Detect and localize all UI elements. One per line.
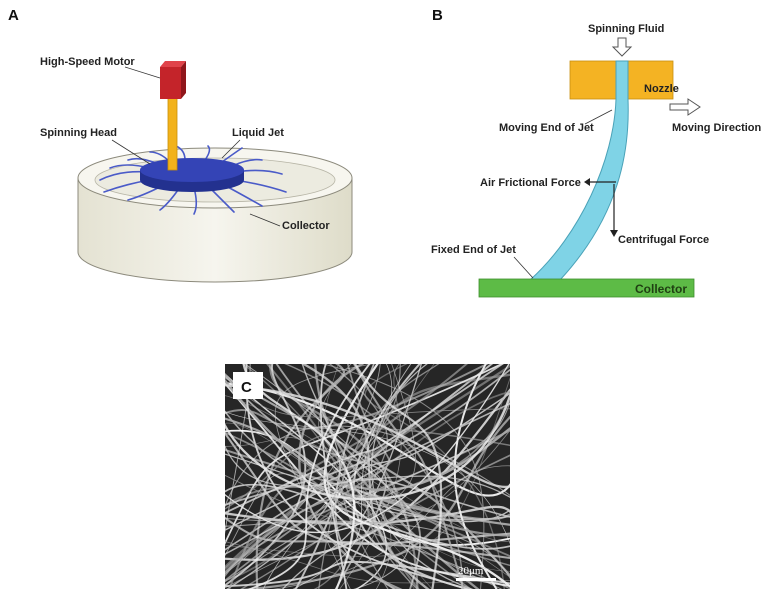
label-collector-a: Collector <box>282 220 330 232</box>
nanofiber <box>318 364 440 589</box>
nanofiber <box>354 364 443 589</box>
leader-head <box>111 139 151 165</box>
high-speed-motor <box>160 61 186 99</box>
label-spinning-head: Spinning Head <box>40 127 117 139</box>
nanofiber <box>225 429 510 524</box>
panel-b-letter: B <box>432 7 443 24</box>
nanofiber <box>225 382 510 497</box>
collector-bar <box>478 278 695 298</box>
panel-a-letter: A <box>8 7 19 24</box>
nanofiber <box>225 364 390 582</box>
nanofiber <box>273 465 510 589</box>
label-spinning-fluid: Spinning Fluid <box>588 23 664 35</box>
nanofiber <box>225 560 510 588</box>
label-nozzle: Nozzle <box>644 83 679 95</box>
nanofiber <box>352 364 465 589</box>
nanofiber <box>225 364 381 575</box>
leader-jet <box>221 139 241 159</box>
nanofiber <box>225 364 504 514</box>
nanofiber <box>255 364 345 589</box>
nanofiber <box>225 391 510 582</box>
nanofiber <box>269 364 419 589</box>
nanofiber <box>225 422 510 572</box>
label-high-speed-motor: High-Speed Motor <box>40 56 135 68</box>
nanofiber <box>225 516 510 560</box>
panel-c: C 20μm <box>225 364 510 589</box>
nanofiber <box>225 453 510 523</box>
leader-motor <box>124 66 161 79</box>
air-force-arrowhead-icon <box>584 178 590 186</box>
nanofiber <box>225 364 510 534</box>
fluid-arrow-icon <box>611 37 633 57</box>
nanofiber <box>341 364 401 589</box>
panel-b: B Spinning Fluid Nozzle Moving Direction… <box>431 7 762 298</box>
label-air-frictional-force: Air Frictional Force <box>480 177 581 189</box>
nanofiber <box>301 364 430 589</box>
nanofiber <box>225 368 510 506</box>
nanofiber <box>370 364 475 589</box>
leader-collector-a <box>249 213 281 227</box>
label-moving-direction: Moving Direction <box>672 122 762 134</box>
motor-shaft <box>167 97 178 171</box>
nanofiber <box>228 364 468 589</box>
scale-bar-line <box>456 578 496 581</box>
nanofiber <box>339 364 402 589</box>
nanofiber <box>225 437 510 578</box>
scale-bar-label: 20μm <box>458 565 484 577</box>
label-fixed-end: Fixed End of Jet <box>431 244 516 256</box>
nanofiber <box>225 427 510 510</box>
panel-c-letter-box <box>233 372 263 399</box>
nanofiber <box>378 392 510 589</box>
label-moving-end: Moving End of Jet <box>499 122 594 134</box>
label-liquid-jet: Liquid Jet <box>232 127 284 139</box>
leader-fixed-end <box>513 256 534 279</box>
panel-c-letter: C <box>241 379 252 396</box>
moving-direction-arrow-icon <box>669 98 701 116</box>
sem-nanofibers <box>225 364 510 589</box>
centrifugal-force-arrowhead-icon <box>610 230 618 237</box>
nanofiber <box>328 364 419 589</box>
label-centrifugal-force: Centrifugal Force <box>618 234 709 246</box>
nanofiber <box>225 425 510 509</box>
nanofiber <box>225 373 387 589</box>
nanofiber <box>225 448 510 521</box>
spinning-head <box>140 158 244 192</box>
panel-a: A <box>8 7 353 283</box>
nanofiber <box>225 444 510 499</box>
label-collector-b: Collector <box>635 282 687 296</box>
nanofiber <box>321 364 485 589</box>
nanofiber <box>322 364 433 589</box>
nanofiber <box>319 364 348 589</box>
nanofiber <box>225 517 510 580</box>
leader-moving-end <box>584 109 613 125</box>
nanofiber <box>292 364 412 589</box>
